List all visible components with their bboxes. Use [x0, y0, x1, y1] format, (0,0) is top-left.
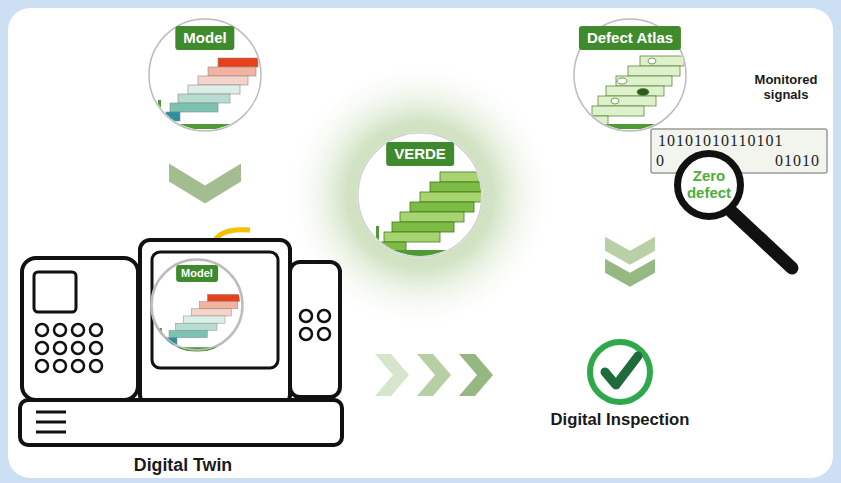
digital-twin-machine: Digital Twin Model — [18, 235, 348, 478]
node-text: Model — [176, 265, 218, 282]
node-text: Zero defect — [681, 167, 737, 201]
model-circle: Model — [148, 18, 262, 132]
node-text: 10101010110101 — [658, 132, 783, 150]
node-text: Digital Inspection — [520, 410, 720, 430]
chevron-arrow — [375, 354, 493, 396]
node-text: Model — [175, 26, 234, 50]
inspection-check: Digital Inspection — [520, 338, 720, 438]
magnifier-lens: Zero defect — [674, 150, 744, 220]
model-circle-small: Model — [151, 259, 243, 351]
magnifier-handle — [732, 212, 792, 268]
signal-label: Monitored signals — [742, 72, 830, 102]
layered-model-small — [151, 294, 242, 351]
node-text: Defect Atlas — [579, 26, 681, 50]
chevron-arrow — [605, 237, 655, 287]
layered-model — [148, 58, 262, 129]
verde-circle-fill — [357, 132, 483, 258]
node-text: Digital Twin — [18, 455, 348, 476]
node-text: VERDE — [386, 142, 454, 166]
node-text: 01010 — [775, 152, 820, 170]
verde-circle: VERDE — [357, 132, 483, 258]
defect-layers — [572, 56, 688, 129]
model-circle-fill — [148, 18, 262, 132]
defect-atlas-circle: Defect Atlas — [573, 18, 687, 132]
atlas-circle-fill — [573, 18, 687, 132]
node-text: 0 — [656, 152, 665, 170]
chevron-arrow — [169, 164, 241, 204]
machine-illustration — [20, 230, 342, 445]
